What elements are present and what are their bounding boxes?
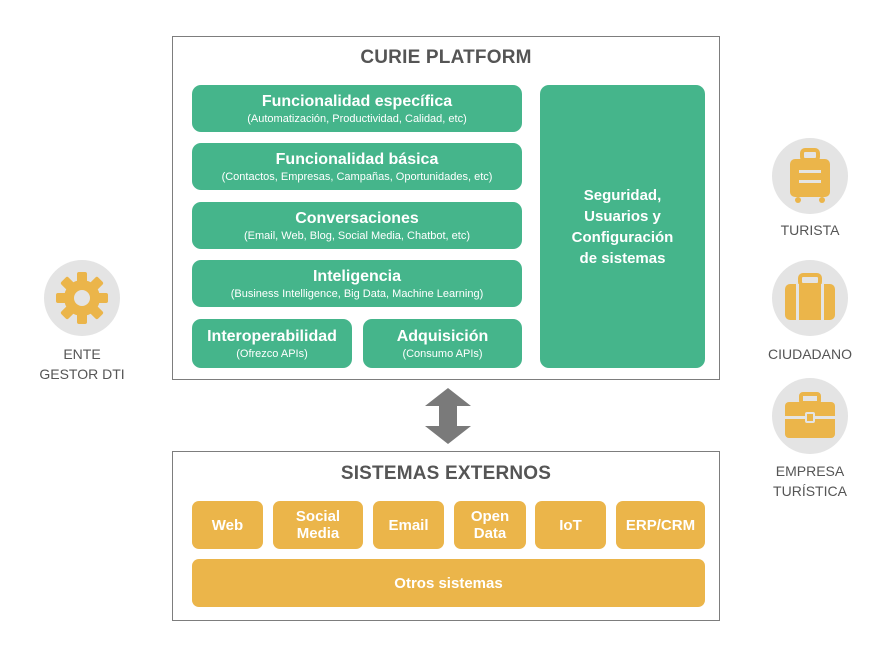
sistemas-externos-panel: SISTEMAS EXTERNOS Web Social Media Email… — [172, 451, 720, 621]
empresa-icon-circle — [772, 378, 848, 454]
external-line-2: Data — [473, 525, 507, 542]
external-line-1: ERP/CRM — [625, 516, 696, 534]
block-subtitle: (Email, Web, Blog, Social Media, Chatbot… — [243, 229, 470, 242]
curie-platform-panel: CURIE PLATFORM Funcionalidad específica … — [172, 36, 720, 380]
sistemas-externos-title: SISTEMAS EXTERNOS — [340, 463, 552, 484]
external-line-1: Social — [295, 508, 341, 525]
block-funcionalidad-basica: Funcionalidad básica (Contactos, Empresa… — [192, 143, 522, 190]
external-system-open-data: Open Data — [454, 501, 526, 549]
ente-label: ENTE GESTOR DTI — [22, 344, 142, 384]
bidirectional-arrow-icon — [425, 388, 471, 444]
block-title: Adquisición — [396, 327, 489, 345]
block-seguridad-usuarios-configuracion: Seguridad, Usuarios y Configuración de s… — [540, 85, 705, 368]
empresa-line-2: TURÍSTICA — [773, 483, 847, 499]
external-line-1: IoT — [559, 516, 582, 534]
side-line-4: de sistemas — [579, 249, 666, 267]
external-system-email: Email — [373, 501, 444, 549]
external-system-otros: Otros sistemas — [192, 559, 705, 607]
external-line-1: Email — [388, 516, 429, 534]
external-line-1: Open — [470, 508, 510, 525]
block-subtitle: (Ofrezco APIs) — [236, 347, 308, 360]
block-adquisicion: Adquisición (Consumo APIs) — [363, 319, 522, 368]
turista-icon-circle — [772, 138, 848, 214]
ciudadano-icon-circle — [772, 260, 848, 336]
external-system-erp-crm: ERP/CRM — [616, 501, 705, 549]
block-title: Interoperabilidad — [207, 327, 337, 345]
block-subtitle: (Consumo APIs) — [402, 347, 483, 360]
ente-icon-circle — [44, 260, 120, 336]
ciudadano-label: CIUDADANO — [767, 346, 852, 362]
block-title: Conversaciones — [295, 209, 419, 227]
gear-icon — [56, 272, 108, 324]
empresa-line-1: EMPRESA — [775, 463, 845, 479]
external-line-1: Web — [211, 516, 244, 534]
block-title: Funcionalidad básica — [275, 150, 439, 168]
side-line-3: Configuración — [571, 228, 674, 246]
side-line-2: Usuarios y — [584, 207, 661, 225]
external-line-2: Media — [296, 525, 340, 542]
block-title: Inteligencia — [312, 267, 402, 285]
block-inteligencia: Inteligencia (Business Intelligence, Big… — [192, 260, 522, 307]
external-system-iot: IoT — [535, 501, 606, 549]
ente-line-1: ENTE — [63, 346, 101, 362]
block-title: Funcionalidad específica — [261, 92, 453, 110]
block-subtitle: (Contactos, Empresas, Campañas, Oportuni… — [221, 170, 493, 183]
block-interoperabilidad: Interoperabilidad (Ofrezco APIs) — [192, 319, 352, 368]
empresa-label: EMPRESA TURÍSTICA — [750, 461, 870, 501]
ente-line-2: GESTOR DTI — [39, 366, 125, 382]
external-system-web: Web — [192, 501, 263, 549]
curie-platform-title: CURIE PLATFORM — [360, 47, 532, 68]
external-system-social-media: Social Media — [273, 501, 363, 549]
side-line-1: Seguridad, — [583, 186, 662, 204]
luggage-icon — [785, 273, 835, 320]
block-subtitle: (Automatización, Productividad, Calidad,… — [247, 112, 467, 125]
block-conversaciones: Conversaciones (Email, Web, Blog, Social… — [192, 202, 522, 249]
turista-label: TURISTA — [780, 222, 840, 238]
block-subtitle: (Business Intelligence, Big Data, Machin… — [230, 287, 484, 300]
block-funcionalidad-especifica: Funcionalidad específica (Automatización… — [192, 85, 522, 132]
suitcase-icon — [790, 148, 830, 203]
briefcase-icon — [785, 392, 835, 438]
